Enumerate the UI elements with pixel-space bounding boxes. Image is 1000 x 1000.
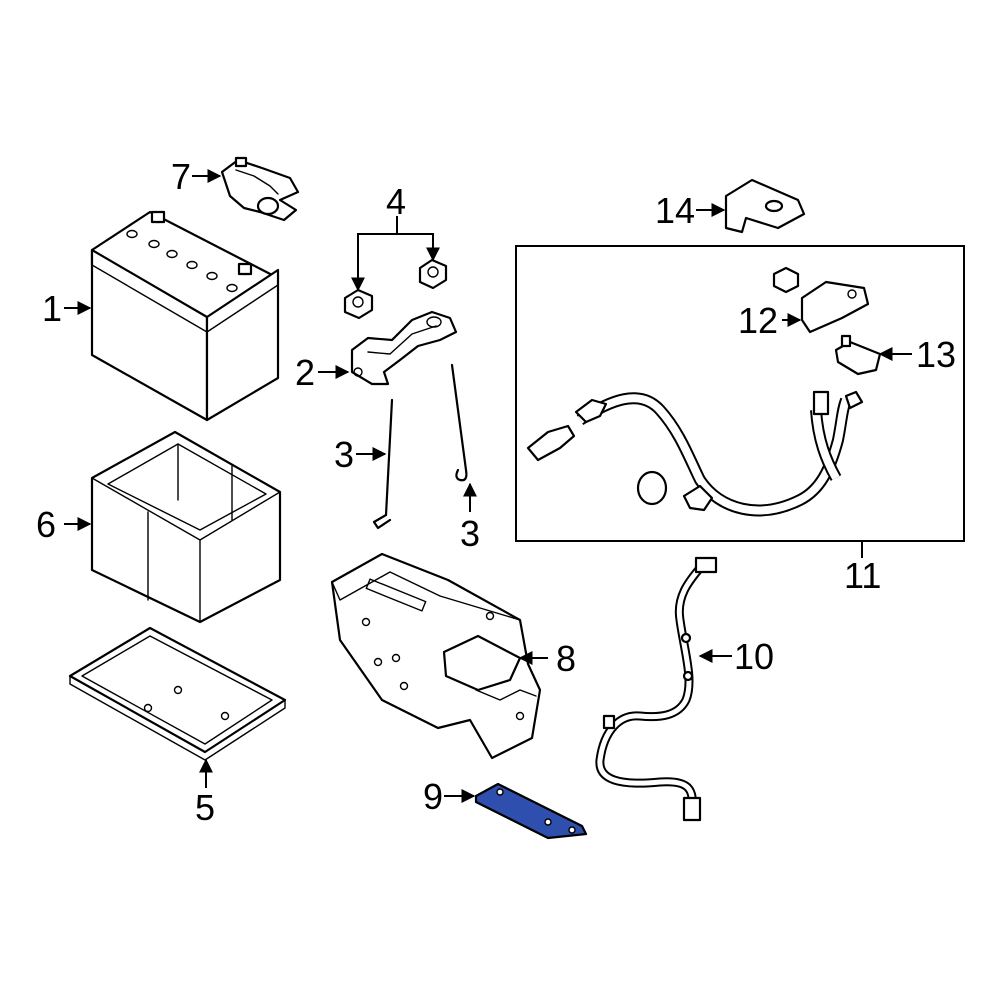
cable-part-10[interactable] <box>595 556 718 822</box>
callout-1: 1 <box>42 288 62 329</box>
callout-5: 5 <box>195 787 215 828</box>
fuse-block-part-12[interactable] <box>772 266 870 334</box>
nuts-part-4[interactable] <box>343 258 448 320</box>
hold-down-rod-part-3a[interactable] <box>372 398 394 530</box>
terminal-clamp-part-7[interactable] <box>220 156 300 222</box>
callout-11: 11 <box>844 555 881 596</box>
battery-part-1[interactable] <box>90 210 280 422</box>
battery-box-part-6[interactable] <box>90 430 282 624</box>
callout-12: 12 <box>738 300 778 341</box>
group-box-part-11 <box>515 245 965 542</box>
hold-down-rod-part-3b[interactable] <box>450 363 468 482</box>
battery-tray-part-5[interactable] <box>68 626 287 761</box>
hold-down-bracket-part-2[interactable] <box>350 310 458 386</box>
battery-support-part-8[interactable] <box>330 552 542 760</box>
callout-3b: 3 <box>460 513 480 554</box>
terminal-part-13[interactable] <box>834 334 882 376</box>
callout-4: 4 <box>386 181 406 222</box>
callout-2: 2 <box>295 352 315 393</box>
callout-9: 9 <box>423 776 443 817</box>
callout-7: 7 <box>171 156 191 197</box>
leader-lines <box>64 169 912 803</box>
callout-13: 13 <box>916 334 956 375</box>
callout-8: 8 <box>556 638 576 679</box>
callout-14: 14 <box>655 190 695 231</box>
callout-6: 6 <box>36 504 56 545</box>
terminal-cover-part-14[interactable] <box>724 178 806 234</box>
callout-3a: 3 <box>334 434 354 475</box>
plate-part-9[interactable] <box>474 782 588 840</box>
harness-part-11[interactable] <box>526 390 864 517</box>
callout-10: 10 <box>734 636 774 677</box>
